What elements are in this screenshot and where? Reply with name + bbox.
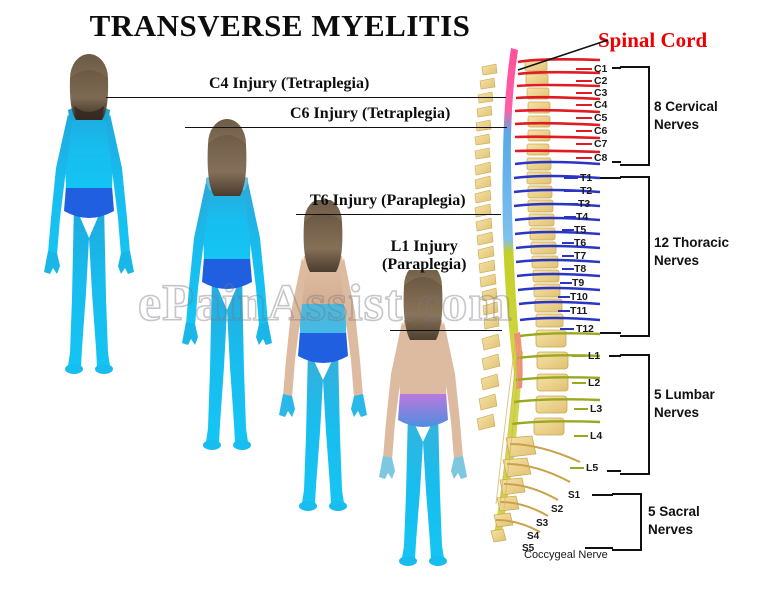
- injury-label-l1-line1: L1 Injury: [390, 238, 458, 255]
- figure-t6: [258, 200, 388, 518]
- level-label-t7: T7: [574, 250, 587, 262]
- level-label-t6: T6: [574, 237, 587, 249]
- injury-label-c4: C4 Injury (Tetraplegia): [209, 75, 370, 92]
- nerve-root-c1: [576, 68, 592, 70]
- level-label-c5: C5: [594, 112, 608, 124]
- level-label-s5: S5: [522, 543, 535, 554]
- bracket-lumbar: [620, 354, 650, 475]
- level-label-l4: L4: [590, 430, 603, 442]
- level-label-c1: C1: [594, 63, 608, 75]
- level-label-t1: T1: [580, 172, 593, 184]
- level-label-t2: T2: [580, 185, 593, 197]
- nerve-root-l1: [572, 355, 586, 357]
- level-label-t12: T12: [576, 323, 594, 335]
- bracket-connectors: [585, 67, 621, 549]
- nerve-root-l5: [570, 467, 584, 469]
- level-label-l1: L1: [588, 350, 601, 362]
- level-label-t11: T11: [570, 305, 588, 317]
- figure-l1: [358, 270, 488, 570]
- figure-c4: [24, 48, 154, 378]
- group-label-cervical: 8 Cervical Nerves: [654, 98, 718, 134]
- level-label-t5: T5: [574, 224, 587, 236]
- level-label-c7: C7: [594, 138, 608, 150]
- nerve-root-t6: [562, 242, 574, 244]
- level-label-s1: S1: [568, 490, 581, 501]
- nerve-root-t11: [558, 310, 570, 312]
- group-label-lumbar: 5 Lumbar Nerves: [654, 386, 715, 422]
- level-label-c2: C2: [594, 75, 608, 87]
- nerve-root-t2: [564, 190, 578, 192]
- bracket-cervical: [620, 66, 650, 166]
- nerve-root-t1: [564, 177, 578, 179]
- group-label-sacral-noun: Nerves: [648, 521, 694, 537]
- spinal-cord-pointer: [517, 39, 609, 71]
- group-label-sacral-count: 5 Sacral: [648, 504, 700, 519]
- bracket-thoracic: [620, 176, 650, 337]
- nerve-root-c8: [576, 157, 592, 159]
- nerve-root-c5: [576, 117, 592, 119]
- injury-label-l1-line2: (Paraplegia): [382, 255, 467, 273]
- group-label-lumbar-noun: Nerves: [654, 404, 700, 420]
- level-label-t3: T3: [578, 198, 591, 210]
- nerve-root-t5: [562, 229, 574, 231]
- level-label-c4: C4: [594, 99, 608, 111]
- nerve-root-t9: [560, 282, 572, 284]
- nerve-root-l4: [574, 435, 588, 437]
- bracket-sacral: [612, 493, 642, 551]
- coccygeal-nerve-label: Coccygeal Nerve: [524, 549, 608, 561]
- nerve-root-t7: [562, 255, 574, 257]
- group-label-sacral: 5 Sacral Nerves: [648, 503, 700, 539]
- nerve-root-c6: [576, 130, 592, 132]
- level-label-t4: T4: [576, 211, 589, 223]
- level-label-c8: C8: [594, 152, 608, 164]
- spine-illustration: [474, 48, 600, 543]
- level-label-t9: T9: [572, 277, 585, 289]
- group-label-thoracic-noun: Nerves: [654, 252, 700, 268]
- leader-line-t6: [296, 214, 501, 215]
- level-label-c3: C3: [594, 87, 608, 99]
- nerve-root-t3: [564, 203, 578, 205]
- nerve-root-l3: [574, 408, 588, 410]
- figure-c6: [162, 112, 292, 457]
- nerve-root-t10: [558, 296, 570, 298]
- nerve-root-c4: [576, 104, 592, 106]
- nerve-root-c7: [576, 143, 592, 145]
- injury-label-c6: C6 Injury (Tetraplegia): [290, 105, 451, 122]
- level-label-l2: L2: [588, 377, 601, 389]
- nerve-root-l2: [572, 382, 586, 384]
- level-label-l5: L5: [586, 462, 599, 474]
- nerve-root-c3: [576, 92, 592, 94]
- group-label-thoracic: 12 Thoracic Nerves: [654, 234, 729, 270]
- spinal-cord-label: Spinal Cord: [598, 28, 708, 52]
- level-label-t10: T10: [570, 291, 588, 303]
- injury-label-t6: T6 Injury (Paraplegia): [310, 192, 466, 209]
- leader-line-l1: [390, 330, 502, 331]
- group-label-cervical-count: 8 Cervical: [654, 99, 718, 114]
- group-label-cervical-noun: Nerves: [654, 116, 700, 132]
- nerve-root-t8: [562, 268, 574, 270]
- level-label-s2: S2: [551, 504, 564, 515]
- level-label-s3: S3: [536, 518, 549, 529]
- level-label-c6: C6: [594, 125, 608, 137]
- nerve-root-t4: [564, 216, 576, 218]
- level-label-s4: S4: [527, 531, 540, 542]
- page-title: TRANSVERSE MYELITIS: [89, 8, 471, 43]
- nerve-root-c2: [576, 80, 592, 82]
- injury-label-l1: L1 Injury (Paraplegia): [382, 238, 466, 274]
- nerve-root-t12: [560, 328, 574, 330]
- level-label-t8: T8: [574, 263, 587, 275]
- group-label-thoracic-count: 12 Thoracic: [654, 235, 730, 250]
- level-label-l3: L3: [590, 403, 603, 415]
- group-label-lumbar-count: 5 Lumbar: [654, 387, 715, 402]
- leader-line-c6: [185, 127, 507, 128]
- leader-line-c4: [106, 97, 506, 98]
